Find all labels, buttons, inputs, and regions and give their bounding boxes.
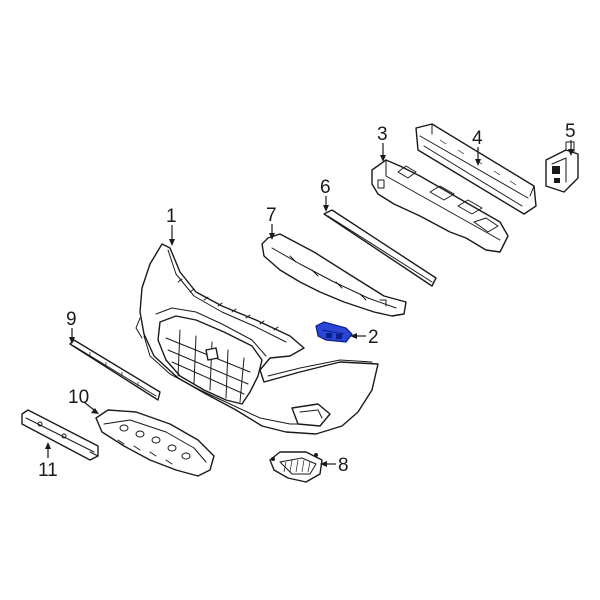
part-5-bracket[interactable] (545, 141, 579, 193)
callout-4: 4 (472, 128, 483, 149)
part-10-under-cover[interactable] (95, 409, 215, 477)
callout-6: 6 (320, 177, 331, 198)
part-8-fog-bezel[interactable] (269, 451, 323, 483)
part-6-seal[interactable] (323, 209, 437, 287)
part-2-bracket[interactable] (315, 321, 353, 343)
part-11-shield[interactable] (21, 409, 99, 461)
part-1-bumper-cover[interactable] (135, 243, 379, 435)
callout-3: 3 (377, 124, 388, 145)
leader-lines (45, 140, 574, 467)
callout-7: 7 (266, 205, 277, 226)
callout-10: 10 (68, 387, 89, 408)
callout-2: 2 (368, 327, 379, 348)
callout-1: 1 (166, 206, 177, 227)
callout-labels: 1 2 3 4 5 6 7 8 9 10 11 (38, 121, 576, 481)
part-3-absorber[interactable] (371, 159, 509, 253)
callout-5: 5 (565, 121, 576, 142)
callout-11: 11 (38, 460, 58, 481)
part-7-cover[interactable] (261, 233, 407, 317)
callout-9: 9 (66, 309, 77, 330)
callout-8: 8 (338, 455, 349, 476)
